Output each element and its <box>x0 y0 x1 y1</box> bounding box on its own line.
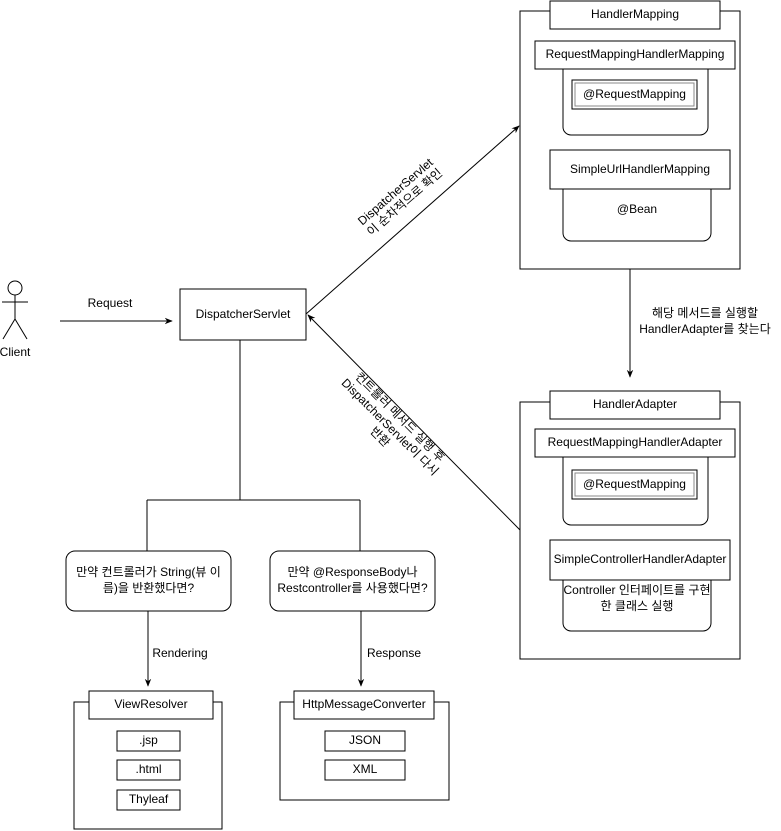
dispatcher-to-handler-mapping-arrow <box>305 125 520 315</box>
handler-adapter-title: HandlerAdapter <box>592 397 678 412</box>
message-converter-container <box>279 690 450 801</box>
handler-mapping-title: HandlerMapping <box>590 7 680 22</box>
client-label: Client <box>0 345 31 360</box>
message-converter-title: HttpMessageConverter <box>302 697 426 712</box>
request-mapping-annotation-mapping: @RequestMapping <box>583 86 686 101</box>
find-adapter-line2: HandlerAdapter를 찾는다 <box>639 322 771 336</box>
branch-connector <box>146 340 361 551</box>
decision-response-body-box[interactable] <box>269 550 436 612</box>
find-adapter-label: 해당 메서드를 실행할 HandlerAdapter를 찾는다 <box>630 302 780 342</box>
view-resolver-item-thymeleaf: Thyleaf <box>128 792 169 807</box>
decision-response-body-text: 만약 @ResponseBody나 Restcontroller를 사용했다면? <box>277 565 428 595</box>
find-adapter-line1: 해당 메서드를 실행할 <box>651 306 759 321</box>
message-converter-item-json: JSON <box>348 733 381 748</box>
handler-adapter-container <box>519 390 741 660</box>
simple-url-handler-mapping-title: SimpleUrlHandlerMapping <box>569 161 711 176</box>
dispatcher-servlet-label: DispatcherServlet <box>195 306 291 321</box>
handler-mapping-container <box>519 0 741 270</box>
response-label: Response <box>366 646 422 661</box>
view-resolver-title: ViewResolver <box>114 697 188 712</box>
view-resolver-container <box>73 690 223 830</box>
request-mapping-handler-adapter-title: RequestMappingHandlerAdapter <box>547 435 723 450</box>
request-mapping-handler-mapping-title: RequestMappingHandlerMapping <box>545 47 725 62</box>
adapter-to-dispatcher-arrow <box>307 314 521 531</box>
request-label: Request <box>87 296 133 311</box>
decision-string-text: 만약 컨트롤러가 String(뷰 이름)을 반환했다면? <box>76 565 221 595</box>
message-converter-item-xml: XML <box>352 762 378 777</box>
client-actor-icon <box>2 280 28 340</box>
controller-interface-description: Controller 인터페이트를 구현한 클래스 실행 <box>563 583 711 613</box>
view-resolver-item-html: .html <box>135 762 162 777</box>
view-resolver-item-jsp: .jsp <box>139 733 158 748</box>
rendering-label: Rendering <box>152 646 208 661</box>
bean-annotation: @Bean <box>616 202 658 217</box>
dispatcher-servlet-box[interactable] <box>179 288 307 341</box>
request-mapping-annotation-adapter: @RequestMapping <box>583 476 686 491</box>
simple-controller-handler-adapter-title: SimpleControllerHandlerAdapter <box>553 552 727 567</box>
